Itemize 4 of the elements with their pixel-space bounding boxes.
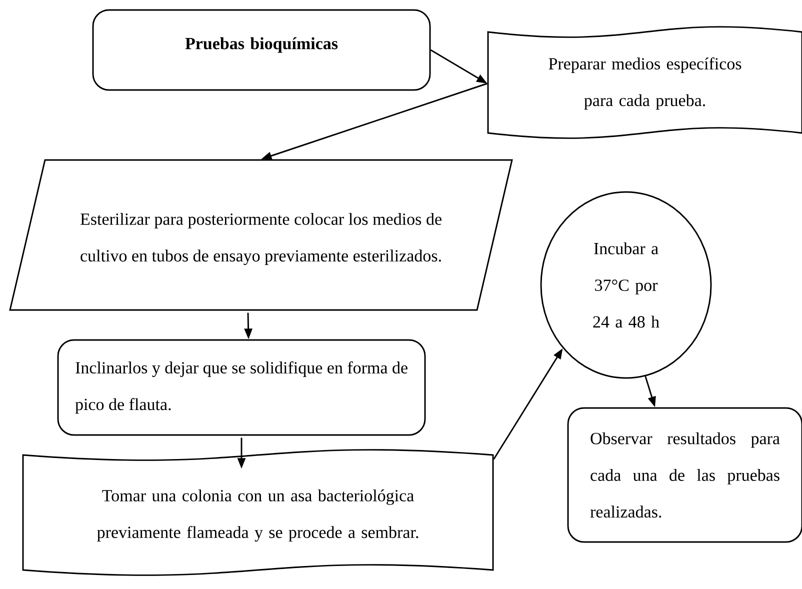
- process-box: Observar resultados para cada una de las pruebas realizadas.: [567, 407, 802, 543]
- process-box: Inclinarlos y dejar que se solidifique en forma de pico de flauta.: [57, 339, 426, 436]
- process-box: Pruebas bioquímicas: [92, 9, 431, 91]
- data-parallelogram: Esterilizar para posteriormente colocar los medios de cultivo en tubos de ensayo previamente esterilizados.: [9, 159, 513, 311]
